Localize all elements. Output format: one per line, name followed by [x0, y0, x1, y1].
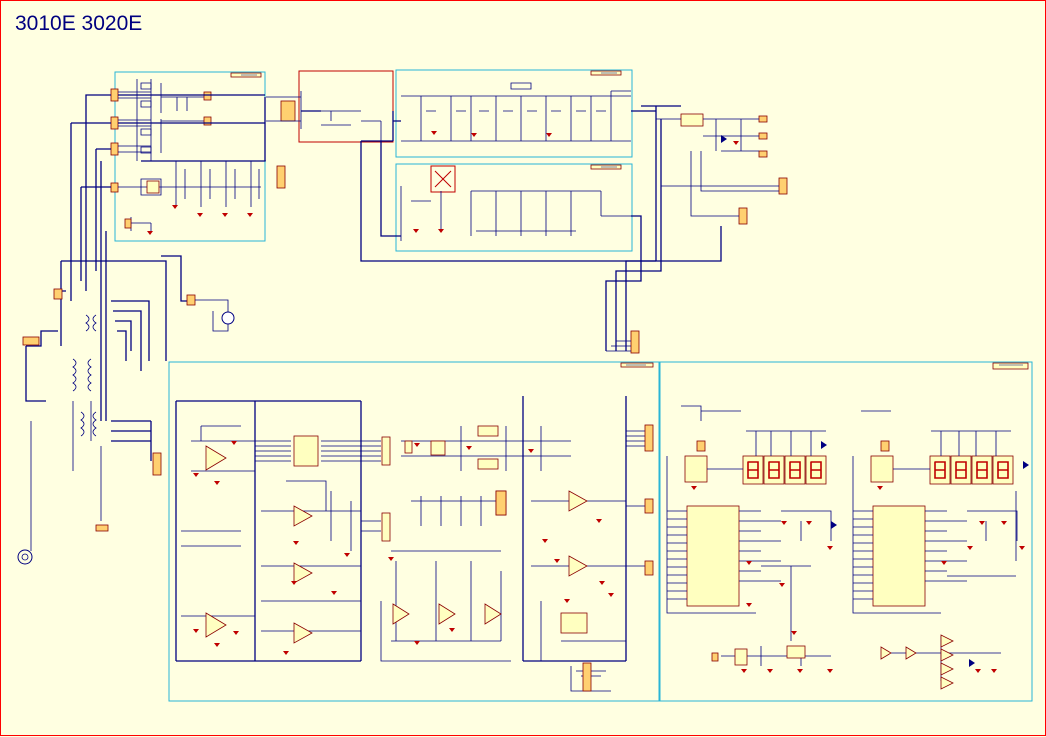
led-display-right — [929, 455, 1014, 485]
connector-j2 — [95, 524, 109, 532]
connector-j1 — [53, 288, 63, 300]
fan-motor — [186, 294, 235, 332]
ac-inlet-symbol — [17, 549, 33, 565]
connector-j4 — [630, 330, 640, 354]
regulator-block-upper — [395, 69, 633, 158]
transformer-red-frame — [266, 70, 394, 143]
component-label-marks — [241, 72, 1023, 366]
display-board-block — [659, 361, 1033, 702]
mcu-left — [686, 505, 740, 607]
mcu-right — [872, 505, 926, 607]
regulator-block-lower — [395, 163, 633, 252]
fuse-holder — [22, 336, 40, 346]
output-connectors — [656, 113, 788, 225]
page-title: 3010E 3020E — [15, 12, 143, 35]
input-rectifier-block — [110, 71, 286, 242]
led-display-left — [742, 455, 827, 485]
control-board-block — [168, 361, 660, 702]
power-transformer — [30, 314, 102, 551]
connector-j3 — [152, 452, 162, 476]
main-wiring — [25, 94, 722, 461]
